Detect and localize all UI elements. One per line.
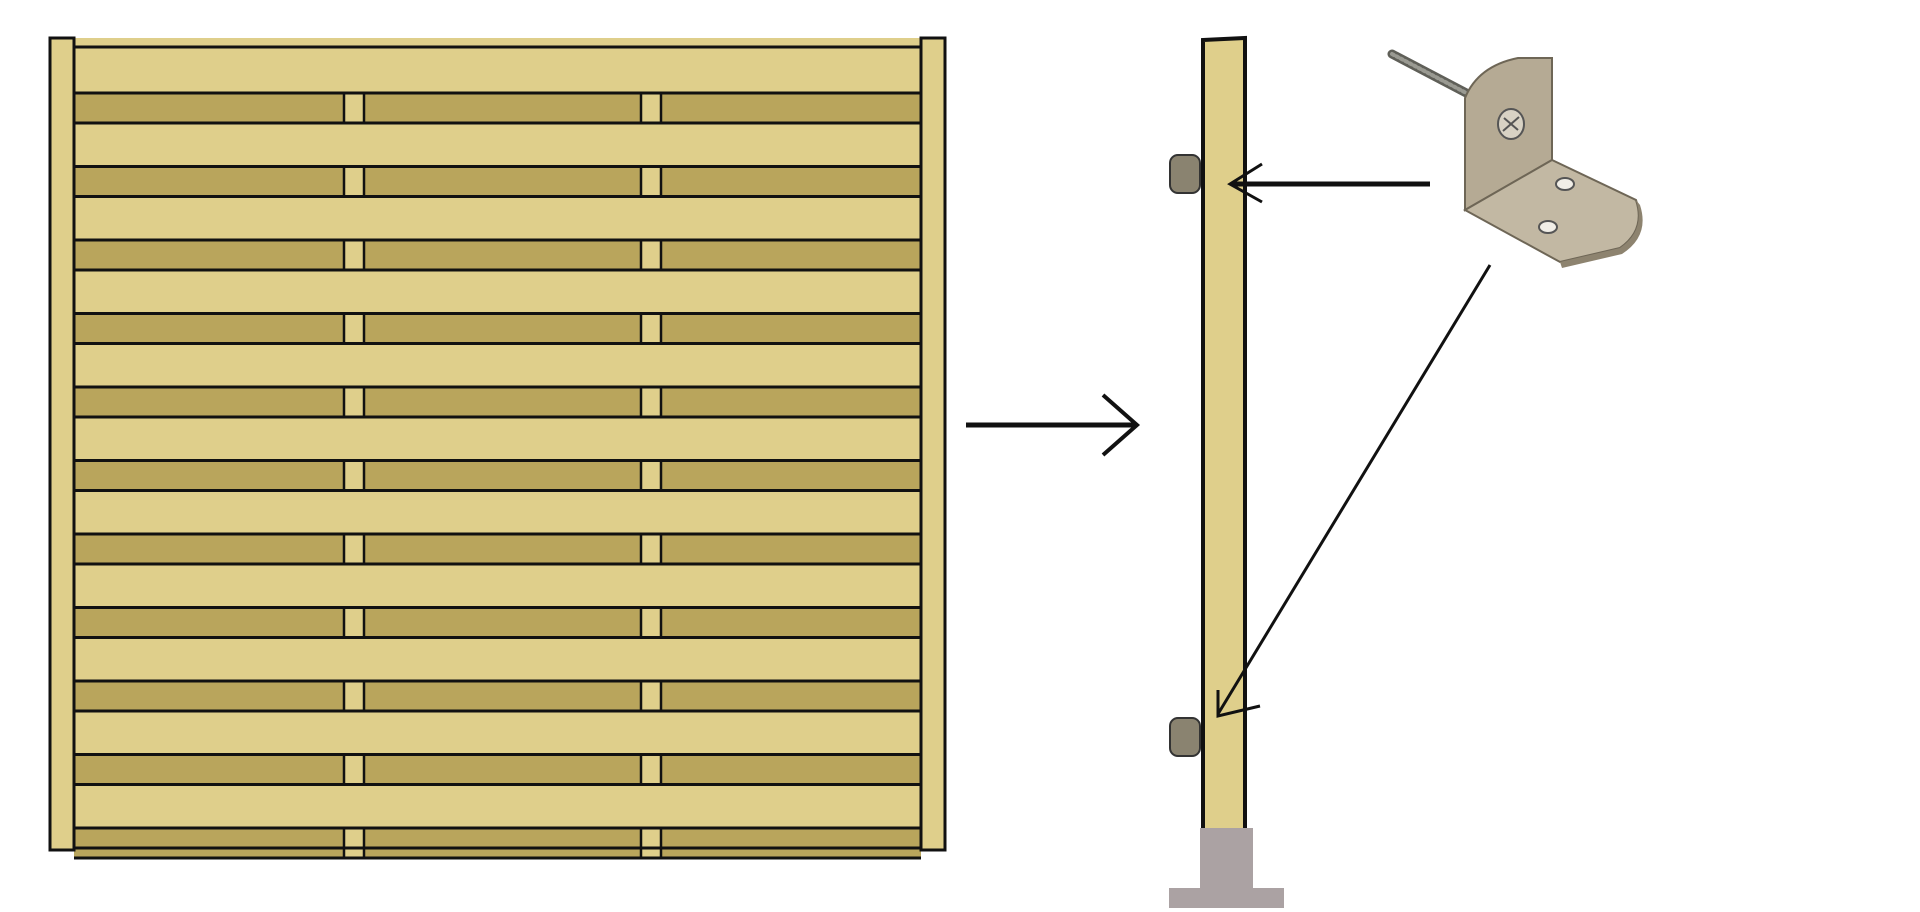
panel-board-recessed: [74, 166, 344, 197]
panel-weave-upright: [342, 606, 366, 639]
panel-board-recessed: [364, 387, 641, 417]
panel-board-recessed: [661, 166, 921, 197]
panel-weave-upright: [639, 459, 663, 492]
panel-weave-upright: [639, 385, 663, 419]
panel-weave-upright: [639, 606, 663, 639]
panel-board-recessed: [74, 93, 344, 123]
panel-board-recessed: [661, 313, 921, 344]
panel-board-recessed: [74, 607, 344, 638]
panel-board-recessed: [661, 387, 921, 417]
panel-board-recessed: [661, 754, 921, 785]
post-bolt-lower: [1169, 717, 1201, 757]
panel-board-recessed: [364, 754, 641, 785]
panel-board-recessed: [661, 828, 921, 858]
panel-board-recessed: [661, 460, 921, 491]
panel-to-post-arrow: [966, 393, 1141, 457]
panel-board-recessed: [364, 460, 641, 491]
panel-board-recessed: [364, 534, 641, 564]
panel-board-recessed: [364, 681, 641, 711]
panel-board-recessed: [661, 681, 921, 711]
bracket-to-lower-bolt-arrow: [1216, 264, 1492, 718]
panel-board-recessed: [74, 240, 344, 270]
panel-board-recessed: [661, 607, 921, 638]
panel-weave-upright: [342, 753, 366, 786]
panel-board-recessed: [364, 828, 641, 858]
panel-board-recessed: [74, 460, 344, 491]
panel-board-recessed: [74, 534, 344, 564]
fence-post: [1169, 35, 1284, 908]
panel-weave-upright: [342, 165, 366, 198]
panel-background: [50, 38, 943, 850]
panel-board-recessed: [364, 607, 641, 638]
panel-right-post: [919, 36, 947, 852]
panel-left-post: [48, 36, 76, 852]
panel-board-recessed: [661, 534, 921, 564]
panel-weave-upright: [639, 312, 663, 345]
bracket-to-upper-bolt-arrow: [1227, 162, 1430, 204]
panel-board-recessed: [74, 681, 344, 711]
angle-bracket-icon: [1387, 49, 1643, 268]
panel-weave-upright: [342, 826, 366, 860]
panel-weave-upright: [639, 238, 663, 272]
panel-board-recessed: [661, 93, 921, 123]
panel-weave-upright: [639, 826, 663, 860]
panel-weave-upright: [342, 459, 366, 492]
post-bolt-upper: [1169, 154, 1201, 194]
panel-weave-upright: [639, 753, 663, 786]
panel-weave-upright: [639, 165, 663, 198]
panel-board-recessed: [74, 387, 344, 417]
panel-weave-upright: [342, 532, 366, 566]
panel-weave-upright: [639, 532, 663, 566]
panel-weave-upright: [342, 91, 366, 125]
panel-board-recessed: [364, 313, 641, 344]
panel-board-recessed: [364, 240, 641, 270]
panel-weave-upright: [342, 238, 366, 272]
panel-boards: [74, 91, 921, 860]
panel-weave-upright: [342, 679, 366, 713]
post-footing: [1169, 828, 1284, 908]
fence-panel: [48, 36, 947, 860]
panel-board-recessed: [74, 828, 344, 858]
panel-weave-upright: [342, 385, 366, 419]
panel-board-recessed: [74, 313, 344, 344]
panel-board-recessed: [364, 93, 641, 123]
panel-board-recessed: [364, 166, 641, 197]
panel-weave-upright: [639, 91, 663, 125]
panel-weave-upright: [639, 679, 663, 713]
panel-board-recessed: [74, 754, 344, 785]
panel-board-recessed: [661, 240, 921, 270]
panel-weave-upright: [342, 312, 366, 345]
